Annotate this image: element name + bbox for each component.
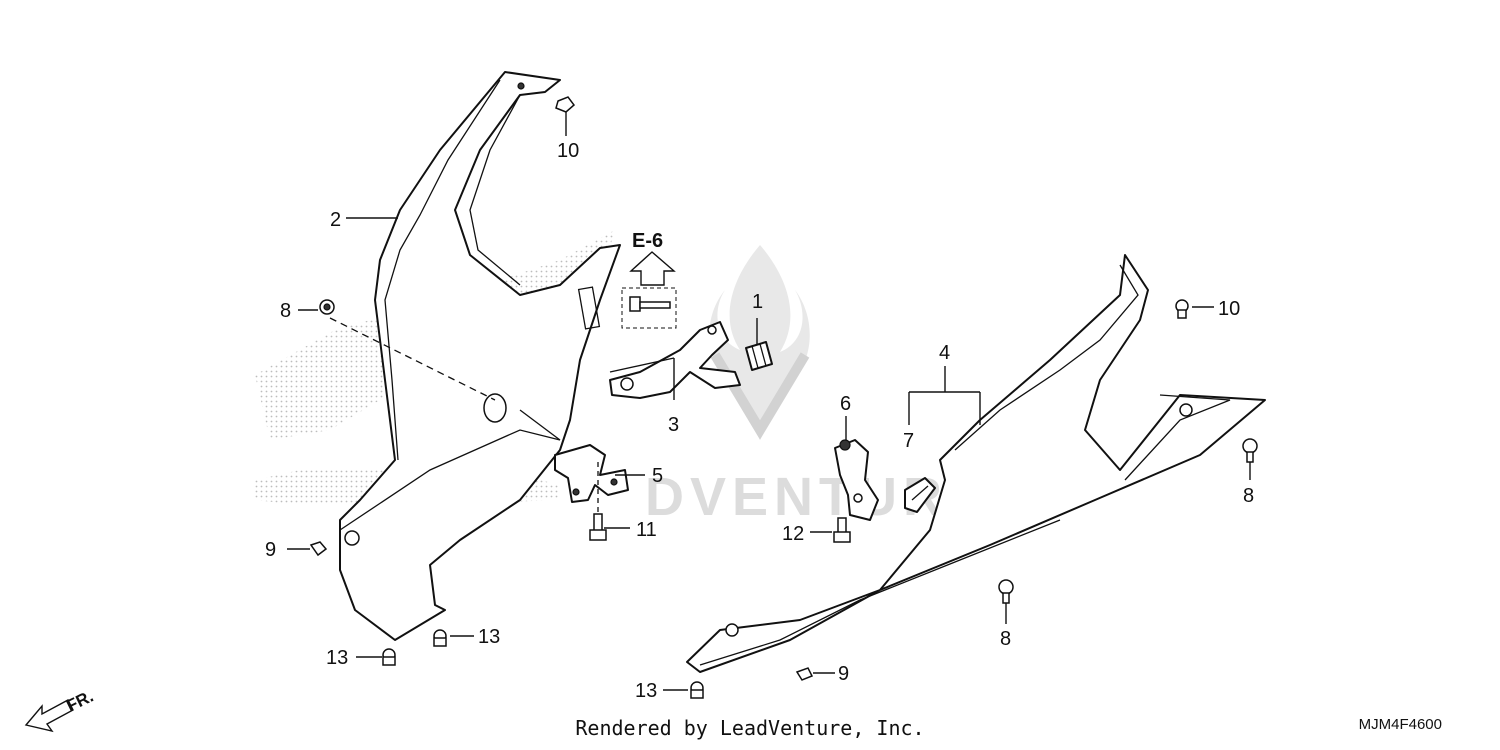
reference-arrow [629,251,676,286]
fastener-13-c [690,681,704,699]
callout-3: 3 [668,414,679,436]
callout-9-right: 9 [838,663,849,685]
callout-13-left: 13 [326,647,348,669]
fastener-10-top [555,96,576,113]
callout-12: 12 [782,523,804,545]
leader-lines [287,112,1251,691]
callout-8-lower: 8 [1000,628,1011,650]
fastener-13-b [382,648,396,666]
fastener-9-left [309,541,328,557]
diagram-code: MJM4F4600 [1358,716,1442,733]
reference-label: E-6 [632,230,663,252]
callout-10-top: 10 [557,140,579,162]
rendered-by-credit: Rendered by LeadVenture, Inc. [575,716,925,740]
connector-line [519,409,561,441]
callout-6: 6 [840,393,851,415]
fastener-12 [833,517,851,543]
routing-line-1 [329,317,496,401]
fastener-8-right [1242,438,1258,463]
callout-2: 2 [330,209,341,231]
fastener-11 [589,513,607,541]
callout-5: 5 [652,465,663,487]
side-bracket [834,439,879,521]
fastener-8-lower [998,579,1014,604]
fastener-9-right [795,667,814,681]
front-direction-arrow [24,699,74,733]
rubber-cushion [904,477,936,513]
right-under-cowl [686,254,1266,673]
fastener-13-a [433,629,447,647]
callout-11: 11 [636,519,657,541]
callout-9-left: 9 [265,539,276,561]
rubber-grommet [745,341,773,371]
cowl-bracket [609,321,741,399]
cowl-grommet [483,393,507,423]
callout-1: 1 [752,291,763,313]
callout-10-right: 10 [1218,298,1240,320]
callout-8-right: 8 [1243,485,1254,507]
callout-13-right: 13 [635,680,657,702]
callout-8-left: 8 [280,300,291,322]
fastener-8-left [319,299,335,315]
callout-4: 4 [939,342,950,364]
left-under-cowl [339,71,621,641]
bracket-bolt [621,287,677,329]
callout-13-mid: 13 [478,626,500,648]
fastener-10-right [1175,299,1189,319]
lower-bracket [554,444,629,503]
callout-7: 7 [903,430,914,452]
